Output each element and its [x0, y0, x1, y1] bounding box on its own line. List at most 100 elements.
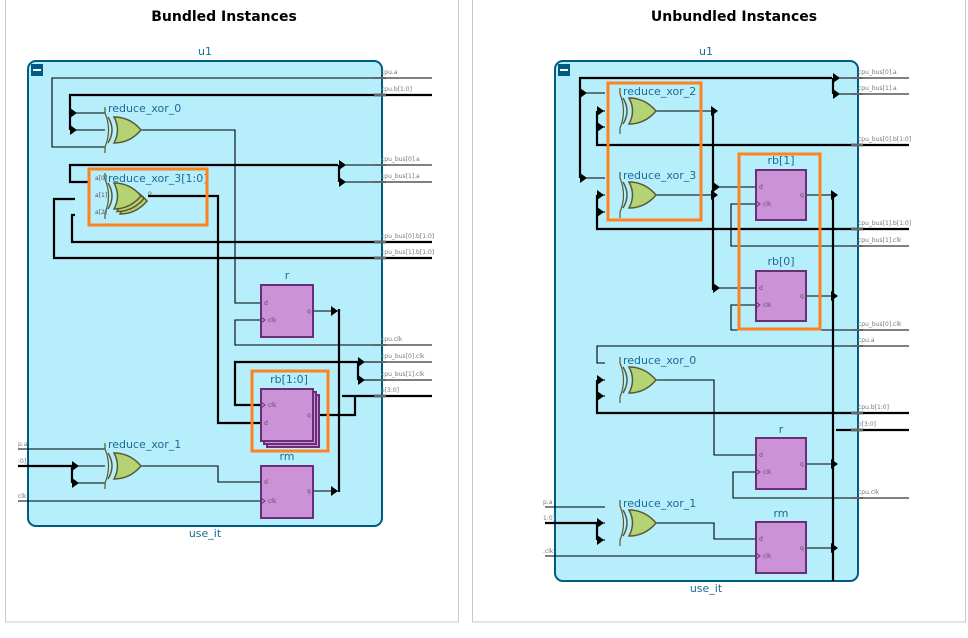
gate-label: reduce_xor_3 — [623, 169, 696, 182]
flop-rm[interactable] — [260, 465, 314, 519]
flop-rb[interactable] — [260, 388, 320, 448]
flop-rb-0[interactable] — [755, 270, 807, 322]
module-block — [27, 60, 383, 527]
input-port-label: 1:0] — [543, 515, 555, 522]
net-tap-arrow-icon — [597, 190, 604, 200]
highlight-box-reduce-xor-3 — [87, 167, 209, 227]
flop-body — [260, 388, 314, 442]
pin-label-q: q — [800, 461, 804, 468]
clock-pin-icon — [755, 200, 761, 208]
xor-gate-body — [112, 182, 142, 210]
net-wire — [234, 319, 374, 346]
net-wire — [52, 197, 374, 260]
output-port-label: cpu_bus[0].b[1:0] — [858, 136, 911, 143]
pin-label: a[0] — [95, 175, 107, 182]
gate-reduce-xor-1[interactable] — [619, 500, 657, 546]
pin-label-clk: clk — [268, 498, 277, 505]
pin-label-clk: clk — [268, 317, 277, 324]
collapse-button[interactable] — [558, 64, 570, 76]
module-label: u1 — [198, 45, 212, 58]
minus-icon — [560, 69, 568, 71]
xor-gate-body — [627, 181, 657, 209]
net-wire — [732, 471, 851, 499]
highlight-box-rb — [737, 152, 822, 331]
output-port-label: cpu.clk — [858, 489, 880, 496]
pin-label-clk: clk — [268, 402, 277, 409]
gate-reduce-xor-1[interactable] — [104, 443, 142, 489]
pin-label: a[2] — [95, 209, 107, 216]
gate-label: reduce_xor_1 — [108, 438, 181, 451]
xor-gate-curve — [622, 181, 628, 209]
output-port-label: cpu_bus[1].clk — [381, 371, 425, 378]
output-port-label: cpu_bus[1].clk — [858, 237, 902, 244]
gate-reduce-xor-0[interactable] — [104, 107, 142, 153]
pin-label: o — [148, 190, 152, 197]
output-port-label: cpu_bus[1].b[1:0] — [381, 249, 434, 256]
net-wire — [148, 194, 260, 425]
net-tap-arrow-icon — [597, 518, 604, 528]
xor-gate-input-bar — [619, 172, 625, 218]
gate-reduce-xor-2[interactable] — [619, 88, 657, 134]
xor-gate-input-bar — [619, 357, 625, 403]
pin-label-q: q — [307, 308, 311, 315]
xor-gate-body — [627, 509, 657, 537]
net-wire — [730, 203, 851, 247]
net-tap-arrow-icon — [597, 207, 604, 217]
clock-pin-icon — [260, 401, 266, 409]
output-port-label: cpu_bus[0].b[1:0] — [381, 233, 434, 240]
clock-pin-icon — [260, 316, 266, 324]
pin-label-d: d — [759, 285, 763, 292]
output-port-label: cpu_bus[1].a — [381, 173, 420, 180]
pin-label: a[1] — [95, 192, 107, 199]
output-port-label: cpu.b[1:0] — [858, 404, 889, 411]
net-tap-arrow-icon — [597, 391, 604, 401]
net-tap-arrow-icon — [72, 461, 79, 471]
input-port-label: :0] — [18, 458, 26, 465]
pin-label-clk: clk — [763, 553, 772, 560]
net-tap-arrow-icon — [831, 190, 838, 200]
gate-reduce-xor-3[interactable] — [104, 173, 148, 219]
gate-reduce-xor-0[interactable] — [619, 357, 657, 403]
net-wire — [578, 76, 832, 178]
highlight-box-reduce-xor-2-3 — [606, 81, 703, 222]
net-tap-arrow-icon — [711, 190, 718, 200]
net-tap-arrow-icon — [358, 375, 365, 385]
flop-rb-1[interactable] — [755, 169, 807, 221]
net-tap-arrow-icon — [831, 543, 838, 553]
flop-body — [755, 270, 807, 322]
pin-label-d: d — [759, 536, 763, 543]
clock-pin-icon — [755, 468, 761, 476]
output-port-label: o[3:0] — [381, 387, 399, 394]
gate-label: reduce_xor_3[1:0] — [108, 172, 208, 185]
flop-r[interactable] — [260, 284, 314, 338]
collapse-button[interactable] — [31, 64, 43, 76]
net-wire — [596, 345, 851, 364]
net-wire — [140, 129, 260, 304]
pin-label-d: d — [264, 479, 268, 486]
net-tap-arrow-icon — [70, 108, 77, 118]
flop-body — [755, 437, 807, 490]
net-wire — [70, 213, 374, 244]
xor-gate-curve — [622, 509, 628, 537]
flop-body — [755, 169, 807, 221]
net-tap-arrow-icon — [597, 535, 604, 545]
flop-r[interactable] — [755, 437, 807, 490]
flop-rm[interactable] — [755, 521, 807, 574]
net-tap-arrow-icon — [580, 173, 587, 183]
net-tap-arrow-icon — [70, 125, 77, 135]
gate-label: reduce_xor_1 — [623, 497, 696, 510]
net-wire — [140, 465, 260, 483]
gate-reduce-xor-3[interactable] — [619, 172, 657, 218]
input-port-label: .clk — [543, 548, 554, 555]
panel-title: Bundled Instances — [151, 9, 297, 25]
output-port-label: cpu_bus[0].clk — [381, 353, 425, 360]
pin-label-clk: clk — [763, 469, 772, 476]
xor-gate-input-bar — [104, 443, 110, 489]
net-tap-arrow-icon — [580, 88, 587, 98]
net-wire — [68, 93, 374, 130]
flop-label: rb[1] — [767, 154, 794, 167]
net-tap-arrow-icon — [833, 73, 840, 83]
xor-gate-input-bar — [104, 173, 110, 219]
xor-gate-body — [627, 366, 657, 394]
highlight-box-rb — [250, 369, 330, 453]
